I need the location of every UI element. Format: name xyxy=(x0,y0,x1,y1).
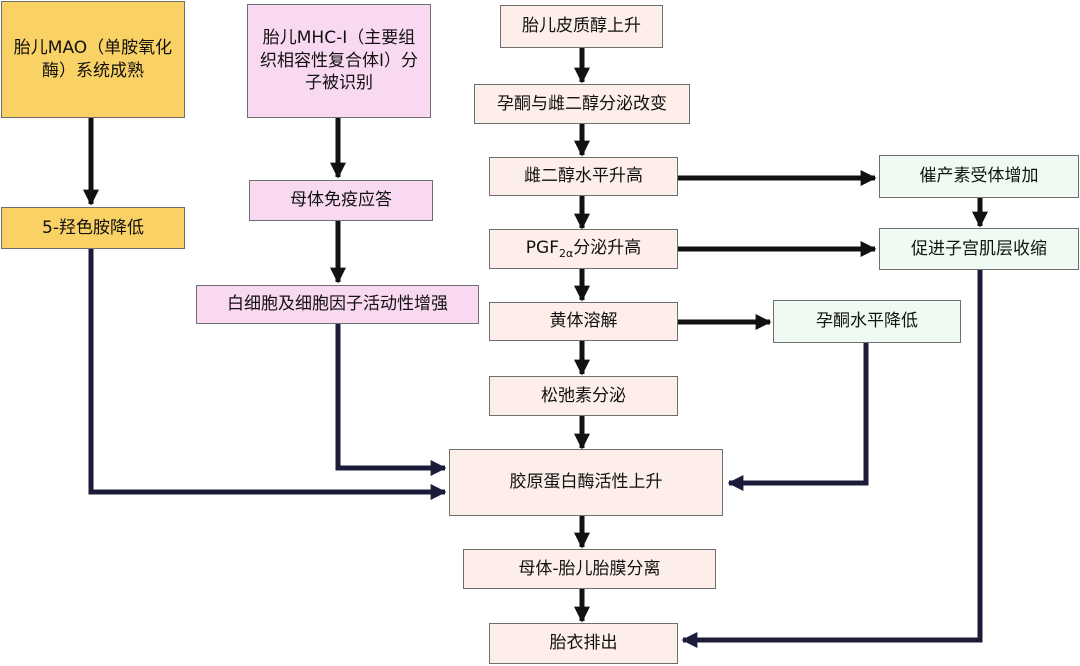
node-placenta-expulsion-label: 胎衣排出 xyxy=(549,633,618,654)
node-maternal-fetal-separation: 母体-胎儿胎膜分离 xyxy=(463,549,716,589)
node-relaxin-secretion-label: 松弛素分泌 xyxy=(541,385,626,406)
node-pgf2a-rise: PGF2α分泌升高 xyxy=(489,229,678,269)
node-fetal-mhc-recognized-label: 胎儿MHC-I（主要组织相容性复合体I）分子被识别 xyxy=(259,27,418,94)
node-luteolysis-label: 黄体溶解 xyxy=(549,311,618,332)
node-relaxin-secretion: 松弛素分泌 xyxy=(489,376,678,416)
pgf-rest-text: 分泌升高 xyxy=(573,237,642,258)
node-collagenase-activity: 胶原蛋白酶活性上升 xyxy=(449,449,723,516)
node-myometrium-contraction-label: 促进子宫肌层收缩 xyxy=(911,238,1047,259)
node-oxytocin-receptor-increase-label: 催产素受体增加 xyxy=(919,166,1039,187)
node-maternal-immune-response: 母体免疫应答 xyxy=(249,180,433,221)
node-progesterone-estradiol-change: 孕酮与雌二醇分泌改变 xyxy=(474,84,690,124)
arrow-cytokine-to-collagenase xyxy=(335,324,447,477)
node-luteolysis: 黄体溶解 xyxy=(489,302,678,341)
node-progesterone-estradiol-change-label: 孕酮与雌二醇分泌改变 xyxy=(497,93,667,114)
node-progesterone-decrease-label: 孕酮水平降低 xyxy=(816,311,918,332)
node-serotonin-decrease-label: 5-羟色胺降低 xyxy=(42,217,144,238)
node-leukocyte-cytokine-activity-label: 白细胞及细胞因子活动性增强 xyxy=(227,294,448,315)
arrow-progest-low-to-collagenase xyxy=(727,343,869,492)
node-maternal-fetal-separation-label: 母体-胎儿胎膜分离 xyxy=(518,558,661,579)
node-fetal-mao-maturation: 胎儿MAO（单胺氧化酶）系统成熟 xyxy=(1,1,185,118)
node-estradiol-rise-label: 雌二醇水平升高 xyxy=(524,166,643,187)
node-serotonin-decrease: 5-羟色胺降低 xyxy=(1,207,185,249)
arrow-uterine-to-expulsion xyxy=(681,270,983,649)
node-leukocyte-cytokine-activity: 白细胞及细胞因子活动性增强 xyxy=(196,285,479,324)
node-maternal-immune-response-label: 母体免疫应答 xyxy=(290,190,392,211)
node-fetal-cortisol-rise: 胎儿皮质醇上升 xyxy=(500,5,663,48)
node-progesterone-decrease: 孕酮水平降低 xyxy=(773,300,961,343)
node-placenta-expulsion: 胎衣排出 xyxy=(489,623,678,664)
node-fetal-cortisol-rise-label: 胎儿皮质醇上升 xyxy=(522,16,641,37)
arrow-serotonin-to-collagenase xyxy=(88,249,447,501)
node-estradiol-rise: 雌二醇水平升高 xyxy=(489,157,678,196)
node-fetal-mhc-recognized: 胎儿MHC-I（主要组织相容性复合体I）分子被识别 xyxy=(247,4,431,118)
node-pgf2a-rise-label: PGF2α分泌升高 xyxy=(526,237,641,262)
node-collagenase-activity-label: 胶原蛋白酶活性上升 xyxy=(509,472,663,493)
node-oxytocin-receptor-increase: 催产素受体增加 xyxy=(879,155,1079,198)
node-fetal-mao-maturation-label: 胎儿MAO（单胺氧化酶）系统成熟 xyxy=(13,37,173,81)
pgf-text: PGF xyxy=(525,237,559,258)
pgf-subscript: 2α xyxy=(558,246,574,260)
node-myometrium-contraction: 促进子宫肌层收缩 xyxy=(879,228,1079,270)
